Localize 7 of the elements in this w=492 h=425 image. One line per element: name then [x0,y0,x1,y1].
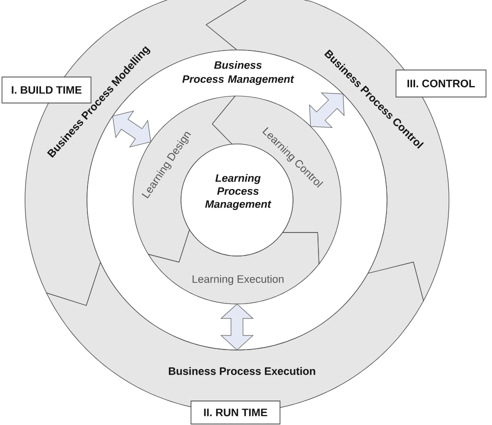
label-box: I. BUILD TIME [2,76,92,104]
double-arrow [309,92,344,128]
label-box: III. CONTROL [396,70,486,98]
label-box: II. RUN TIME [190,400,280,424]
double-arrow [220,304,254,350]
double-arrow [112,110,152,148]
ring-segment: Learning Execution [148,229,320,304]
